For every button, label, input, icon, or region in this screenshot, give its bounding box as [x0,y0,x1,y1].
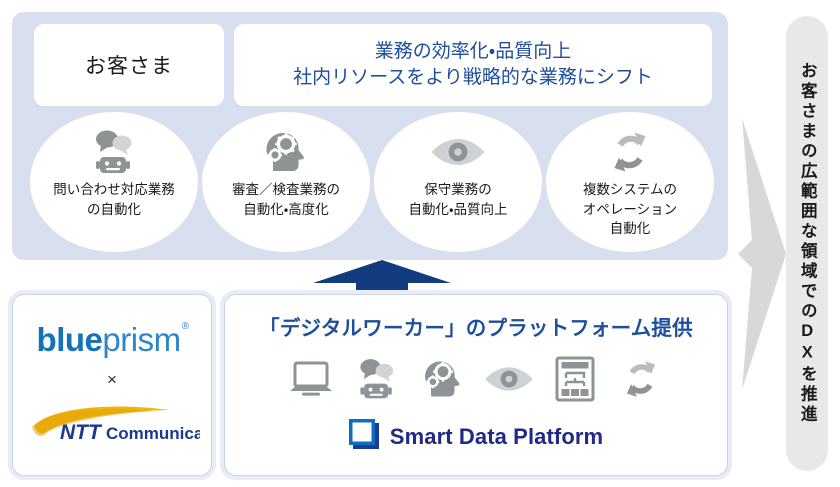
benefit-statement-box: 業務の効率化・品質向上 社内リソースをより戦略的な業務にシフト [234,24,712,106]
use-case-caption: 審査／検査業務の 自動化・高度化 [232,182,340,217]
refresh-cycle-icon [608,128,652,176]
chat-robot-icon [351,354,403,404]
head-gears-icon [261,128,311,176]
svg-text:NTT: NTT [60,421,103,444]
benefit-line-2: 社内リソースをより戦略的な業務にシフト [293,67,653,88]
right-arrow-icon [736,118,788,390]
eye-icon [483,354,535,404]
use-case-circle-row: 問い合わせ対応業務 の自動化 [30,112,714,252]
sdp-product-name: Smart Data Platform [389,423,604,449]
platform-capability-icon-row [285,353,667,405]
use-case-caption: 保守業務の 自動化・品質向上 [408,182,508,217]
blueprism-logo: blueprism® [36,320,189,358]
blueprism-logo-part1: blue [36,320,103,358]
partner-logo-panel: blueprism® × NTT Communications [12,294,244,476]
laptop-icon [285,354,337,404]
sdp-square-icon [348,419,379,454]
dx-promotion-text: お客さまの広範囲な領域でのDXを推進 [798,62,817,425]
use-case-circle-inspection: 審査／検査業務の 自動化・高度化 [202,112,370,252]
use-case-circle-maintenance: 保守業務の 自動化・品質向上 [374,112,542,252]
customer-outcome-panel: お客さま 業務の効率化・品質向上 社内リソースをより戦略的な業務にシフト [12,12,728,260]
ntt-communications-logo: NTT Communications [24,402,244,448]
use-case-caption: 問い合わせ対応業務 の自動化 [53,182,175,217]
use-case-circle-inquiry: 問い合わせ対応業務 の自動化 [30,112,198,252]
eye-icon [429,128,487,176]
customer-label: お客さま [85,55,173,78]
up-arrow-icon [312,259,452,295]
benefit-line-1: 業務の効率化・品質向上 [374,40,572,62]
chat-robot-icon [88,128,140,176]
use-case-caption: 複数システムの オペレーション 自動化 [582,182,678,237]
head-gears-icon [417,354,469,404]
refresh-cycle-icon [615,354,667,404]
customer-label-box: お客さま [34,24,224,106]
registered-trademark-icon: ® [181,320,189,332]
svg-text:Communications: Communications [106,424,200,443]
blueprism-logo-part2: prism [102,320,181,358]
platform-title: 「デジタルワーカー」のプラットフォーム提供 [259,317,693,340]
platform-offering-panel: 「デジタルワーカー」のプラットフォーム提供 [224,294,728,476]
use-case-circle-multisystem: 複数システムの オペレーション 自動化 [546,112,714,252]
multiply-icon: × [107,369,117,389]
smart-data-platform-logo: Smart Data Platform [348,419,604,454]
workflow-panel-icon [549,354,601,404]
dx-promotion-band: お客さまの広範囲な領域でのDXを推進 [786,16,828,471]
